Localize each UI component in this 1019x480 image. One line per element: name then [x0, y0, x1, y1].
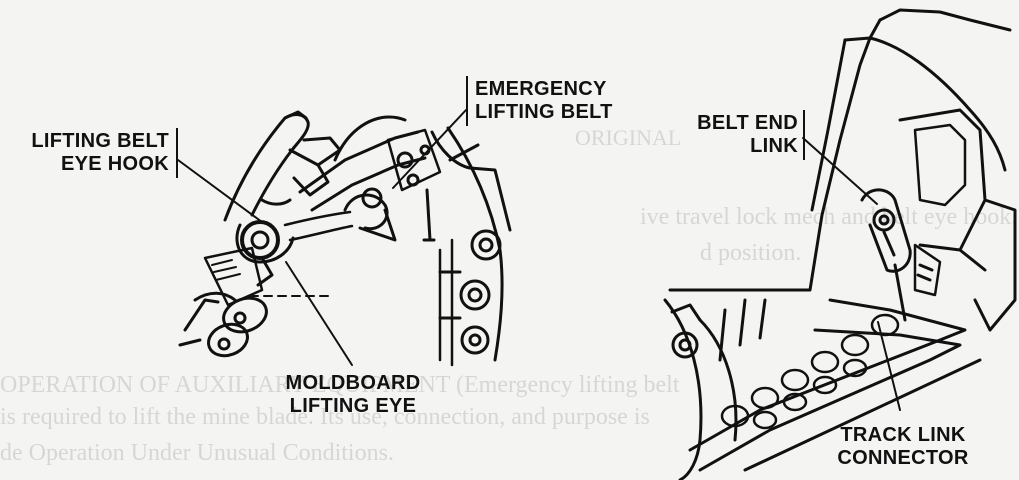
leader-moldboard-eye — [285, 261, 353, 366]
left-assembly — [178, 110, 512, 367]
leader-emergency-belt — [392, 109, 467, 189]
label-track-link-connector: TRACK LINK CONNECTOR — [837, 424, 969, 469]
leader-lines — [177, 109, 901, 411]
right-assembly — [663, 8, 1017, 480]
leader-track-connector — [877, 321, 901, 411]
leader-eye-hook — [177, 159, 263, 223]
label-bar — [803, 110, 805, 160]
leader-belt-end-link — [802, 137, 878, 205]
label-lifting-belt-eye-hook: LIFTING BELT EYE HOOK — [31, 130, 169, 175]
label-bar — [176, 128, 178, 178]
label-belt-end-link: BELT END LINK — [697, 112, 798, 157]
label-bar — [466, 76, 468, 126]
label-moldboard-lifting-eye: MOLDBOARD LIFTING EYE — [285, 372, 421, 417]
label-emergency-lifting-belt: EMERGENCY LIFTING BELT — [475, 78, 613, 123]
